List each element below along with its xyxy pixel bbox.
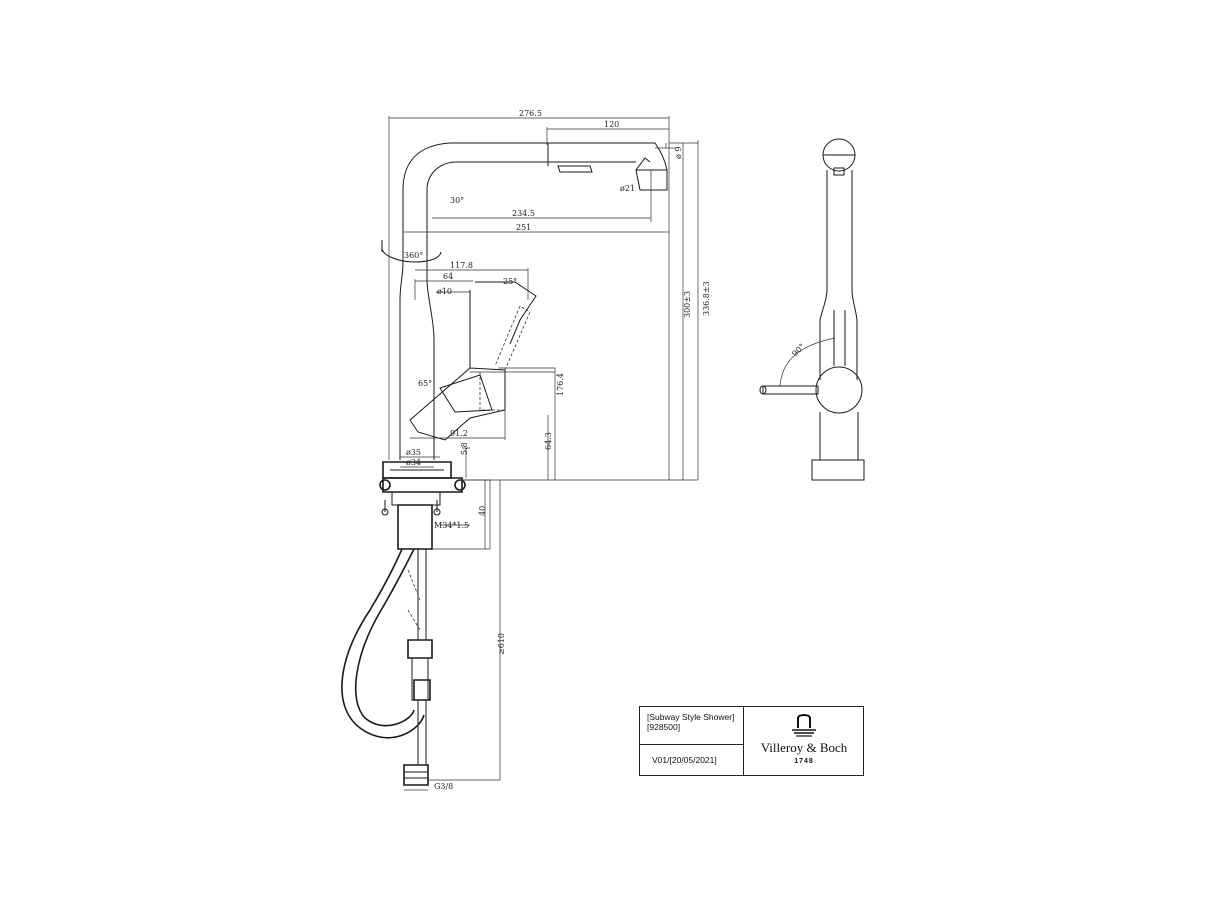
product-name: [Subway Style Shower]	[647, 712, 735, 722]
side-view: 90°	[759, 138, 865, 481]
front-dimension-lines	[388, 116, 699, 791]
dim-25deg: 25°	[503, 277, 517, 286]
dim-m34: M34*1.5	[434, 521, 469, 530]
product-number: [928500]	[647, 722, 681, 732]
dim-phi34: ø34	[406, 458, 421, 467]
brand-logo: Villeroy & Boch 1748	[744, 707, 864, 776]
front-view	[341, 142, 668, 786]
dim-90deg: 90°	[790, 342, 806, 358]
version-cell: V01/[20/05/2021]	[640, 745, 744, 776]
dim-phi21: ø21	[620, 184, 635, 193]
title-block: [Subway Style Shower] [928500] V01/[20/0…	[639, 706, 864, 776]
dim-phi35: ø35	[406, 448, 421, 457]
dim-610: ≥610	[497, 633, 506, 655]
dim-64: 64	[443, 272, 453, 281]
dim-276-5: 276.5	[519, 109, 542, 118]
version-date: V01/[20/05/2021]	[652, 755, 717, 765]
dim-234-5: 234.5	[512, 209, 535, 218]
dim-117-8: 117.8	[450, 261, 473, 270]
front-dimension-labels: 276.5 120 ø 9 ø21 30° 234.5 251 360° 117…	[404, 109, 711, 791]
dim-91-2: 91.2	[450, 429, 468, 438]
dim-251: 251	[516, 223, 531, 232]
dim-360deg: 360°	[404, 251, 423, 260]
brand-name: Villeroy & Boch	[760, 740, 848, 755]
brand-year: 1748	[794, 758, 814, 765]
dim-120: 120	[604, 120, 619, 129]
dim-phi9: ø 9	[674, 147, 683, 159]
dim-30deg: 30°	[450, 196, 464, 205]
dim-64-3: 64.3	[544, 432, 553, 450]
dim-40: 40	[478, 506, 487, 516]
faucet-logo-icon	[792, 714, 816, 737]
dim-5-8: 5.8	[460, 442, 469, 455]
dim-g3-8: G3/8	[434, 782, 453, 791]
dim-336-8: 336.8±3	[702, 281, 711, 316]
product-cell: [Subway Style Shower] [928500]	[640, 707, 744, 745]
dim-phi10: ø10	[437, 287, 452, 296]
dim-65deg: 65°	[418, 379, 432, 388]
dim-300: 300±3	[683, 291, 692, 318]
dim-176-4: 176.4	[556, 373, 565, 396]
